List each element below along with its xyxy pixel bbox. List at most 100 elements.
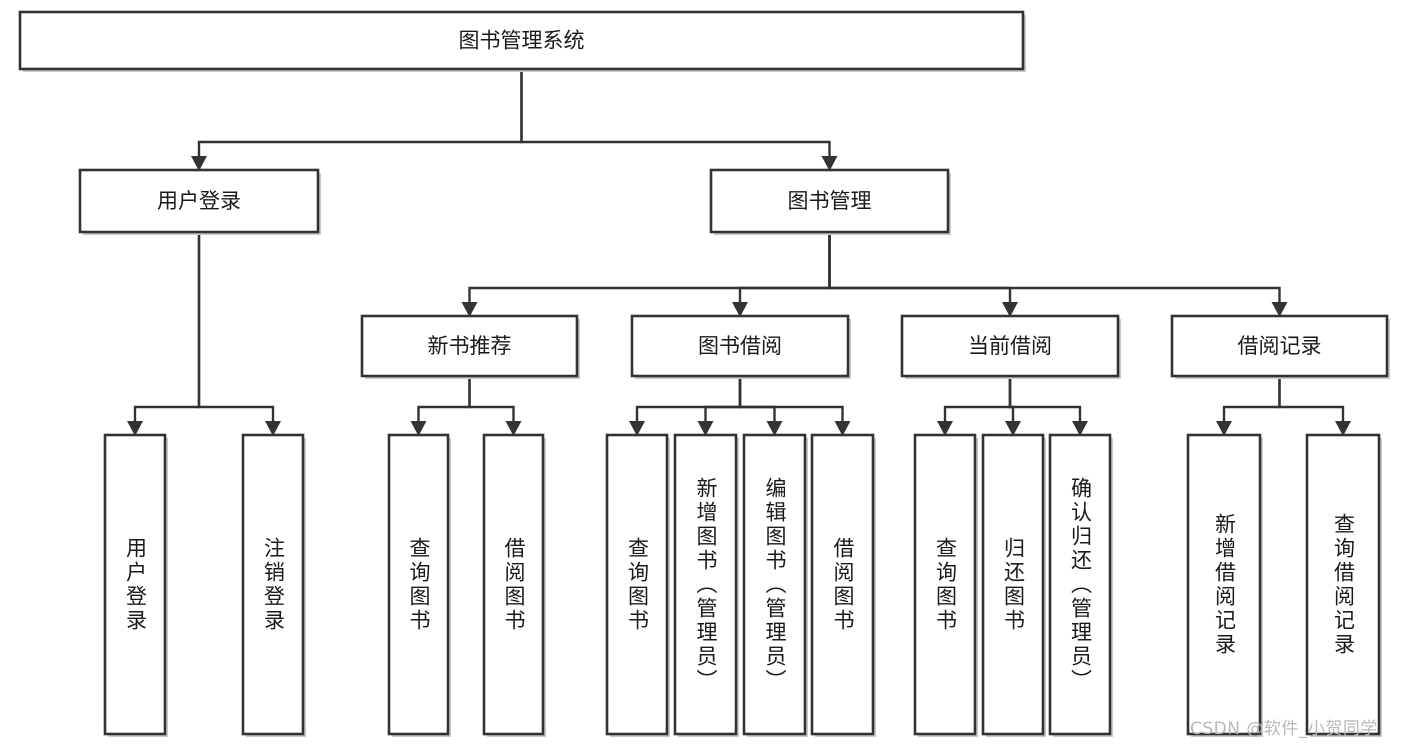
edge-current-borrow-to-leaf-query-book-cur <box>937 376 1012 436</box>
edge-book-manage-to-new-book-rec-line <box>468 232 831 305</box>
edge-book-manage-to-borrow-record-line <box>828 232 1281 305</box>
edge-root-to-book-manage <box>520 69 838 171</box>
node-leaf-borrow-book-rect[interactable] <box>810 433 875 736</box>
edge-book-borrow-to-leaf-borrow-book-arrowhead <box>834 421 851 436</box>
node-user-login[interactable]: 用户登录 <box>78 168 321 235</box>
edge-borrow-record-to-leaf-add-record <box>1216 376 1281 436</box>
node-user-login-label: 用户登录 <box>157 189 241 213</box>
edge-book-manage-to-book-borrow-line <box>738 232 831 305</box>
node-leaf-add-book[interactable] <box>673 433 739 737</box>
edge-book-borrow-to-leaf-edit-book-arrowhead <box>766 421 783 436</box>
edge-borrow-record-to-leaf-query-record-arrowhead <box>1335 421 1351 436</box>
node-leaf-logout-login-rect[interactable] <box>241 433 305 736</box>
node-leaf-query-book-borrow-rect[interactable] <box>605 433 669 736</box>
edge-book-manage-to-new-book-rec <box>461 232 831 317</box>
node-borrow-record[interactable]: 借阅记录 <box>1170 314 1390 379</box>
node-new-book-rec-rect[interactable] <box>360 314 579 378</box>
node-borrow-record-label: 借阅记录 <box>1238 334 1322 358</box>
node-leaf-add-record[interactable] <box>1186 433 1263 737</box>
node-leaf-add-book-rect[interactable] <box>673 433 738 736</box>
node-leaf-return-book[interactable] <box>981 433 1046 737</box>
edge-current-borrow-to-leaf-query-book-cur-arrowhead <box>937 421 953 436</box>
node-user-login-rect[interactable] <box>78 168 320 234</box>
edge-book-borrow-to-leaf-add-book-line <box>704 376 742 424</box>
edge-user-login-to-leaf-user-login-line <box>133 232 201 424</box>
node-book-manage-label: 图书管理 <box>788 189 872 213</box>
node-borrow-record-rect[interactable] <box>1170 314 1389 378</box>
node-leaf-edit-book-rect[interactable] <box>742 433 807 736</box>
edge-root-to-user-login-line <box>197 69 523 159</box>
edge-current-borrow-to-leaf-confirm-return-arrowhead <box>1072 421 1088 436</box>
node-book-manage-rect[interactable] <box>709 168 950 234</box>
node-current-borrow[interactable]: 当前借阅 <box>900 314 1121 379</box>
edge-borrow-record-to-leaf-add-record-arrowhead <box>1216 421 1232 436</box>
edge-book-borrow-to-leaf-borrow-book-line <box>738 376 844 424</box>
node-leaf-query-record-rect[interactable] <box>1305 433 1381 736</box>
node-leaf-borrow-book[interactable] <box>810 433 876 737</box>
node-new-book-rec-label: 新书推荐 <box>428 334 512 358</box>
edge-root-to-book-manage-arrowhead <box>821 156 838 171</box>
node-root-rect[interactable] <box>18 10 1025 71</box>
node-leaf-borrow-book-rec[interactable] <box>482 433 546 737</box>
node-leaf-logout-login[interactable] <box>241 433 306 737</box>
edge-user-login-to-leaf-user-login <box>127 232 201 436</box>
edge-borrow-record-to-leaf-query-record-line <box>1278 376 1345 424</box>
edge-user-login-to-leaf-logout-login-arrowhead <box>265 421 281 436</box>
connector-lines-layer <box>127 69 1351 436</box>
edge-book-manage-to-borrow-record <box>828 232 1288 317</box>
node-leaf-confirm-return-rect[interactable] <box>1048 433 1112 736</box>
edge-user-login-to-leaf-logout-login <box>197 232 281 436</box>
edge-new-book-rec-to-leaf-query-book-rec-line <box>417 376 471 424</box>
node-leaf-query-record[interactable] <box>1305 433 1382 737</box>
node-leaf-return-book-rect[interactable] <box>981 433 1045 736</box>
node-current-borrow-label: 当前借阅 <box>968 334 1052 358</box>
node-leaf-borrow-book-rec-rect[interactable] <box>482 433 545 736</box>
edge-book-manage-to-book-borrow-arrowhead <box>732 302 748 317</box>
edge-new-book-rec-to-leaf-query-book-rec-arrowhead <box>410 421 427 436</box>
edge-user-login-to-leaf-logout-login-line <box>197 232 275 424</box>
edge-current-borrow-to-leaf-query-book-cur-line <box>943 376 1012 424</box>
node-book-manage[interactable]: 图书管理 <box>709 168 951 235</box>
edge-new-book-rec-to-leaf-borrow-book-rec-line <box>468 376 515 424</box>
edge-borrow-record-to-leaf-query-record <box>1278 376 1351 436</box>
csdn-watermark: CSDN @软件_小贺同学 <box>1190 719 1378 739</box>
node-root-label: 图书管理系统 <box>459 29 585 53</box>
node-leaf-query-book-rec-rect[interactable] <box>387 433 450 736</box>
edge-book-manage-to-current-borrow-arrowhead <box>1002 302 1018 317</box>
node-book-borrow[interactable]: 图书借阅 <box>630 314 851 379</box>
edge-book-borrow-to-leaf-borrow-book <box>738 376 851 436</box>
node-leaf-query-book-rec[interactable] <box>387 433 451 737</box>
edge-new-book-rec-to-leaf-borrow-book-rec <box>468 376 522 436</box>
edge-book-borrow-to-leaf-add-book-arrowhead <box>697 421 714 436</box>
edge-book-borrow-to-leaf-edit-book-line <box>738 376 776 424</box>
node-leaf-confirm-return[interactable] <box>1048 433 1113 737</box>
node-leaf-add-record-rect[interactable] <box>1186 433 1262 736</box>
node-leaf-user-login-rect[interactable] <box>103 433 167 736</box>
edge-book-manage-to-new-book-rec-arrowhead <box>461 302 478 317</box>
node-root[interactable]: 图书管理系统 <box>18 10 1026 72</box>
node-book-borrow-label: 图书借阅 <box>698 334 782 358</box>
node-leaf-edit-book[interactable] <box>742 433 808 737</box>
edge-book-manage-to-current-borrow-line <box>828 232 1012 305</box>
node-book-borrow-rect[interactable] <box>630 314 850 378</box>
edge-current-borrow-to-leaf-return-book-arrowhead <box>1005 421 1021 436</box>
edge-borrow-record-to-leaf-add-record-line <box>1222 376 1281 424</box>
edge-current-borrow-to-leaf-confirm-return-line <box>1008 376 1082 424</box>
node-leaf-query-book-borrow[interactable] <box>605 433 670 737</box>
edge-root-to-book-manage-line <box>520 69 831 159</box>
edge-new-book-rec-to-leaf-borrow-book-rec-arrowhead <box>505 421 522 436</box>
edge-book-manage-to-book-borrow <box>732 232 831 317</box>
edge-book-borrow-to-leaf-query-book-borrow-line <box>635 376 742 424</box>
node-new-book-rec[interactable]: 新书推荐 <box>360 314 580 379</box>
node-leaf-user-login[interactable] <box>103 433 168 737</box>
node-leaf-query-book-cur[interactable] <box>913 433 978 737</box>
edge-new-book-rec-to-leaf-query-book-rec <box>410 376 471 436</box>
edge-book-borrow-to-leaf-query-book-borrow-arrowhead <box>629 421 645 436</box>
edge-root-to-user-login <box>191 69 523 171</box>
edge-book-manage-to-borrow-record-arrowhead <box>1271 302 1288 317</box>
node-current-borrow-rect[interactable] <box>900 314 1120 378</box>
node-leaf-query-book-cur-rect[interactable] <box>913 433 977 736</box>
